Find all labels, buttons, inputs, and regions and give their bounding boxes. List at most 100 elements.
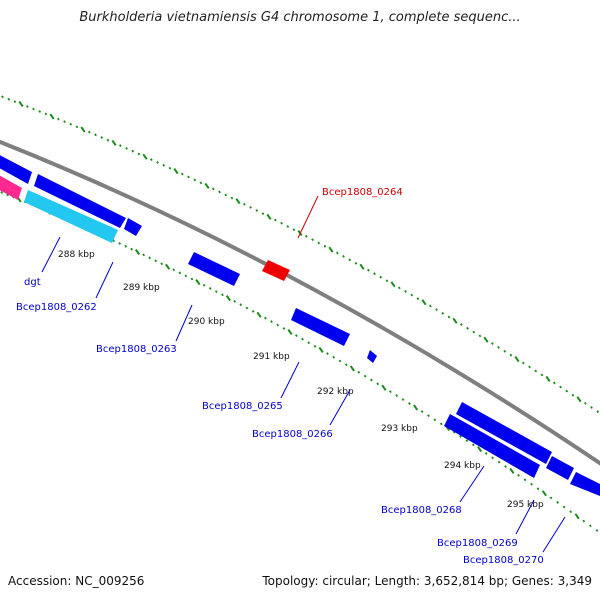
- track-dot: [413, 404, 419, 411]
- track-dot: [376, 382, 380, 386]
- track-dot: [523, 478, 527, 482]
- gene-arrow-0264[interactable]: [262, 260, 290, 281]
- gene-features: [0, 150, 600, 496]
- track-dot: [292, 228, 296, 232]
- track-dot: [18, 100, 24, 108]
- track-dot: [204, 182, 210, 189]
- gene-label-0269[interactable]: Bcep1808_0269: [437, 538, 518, 549]
- track-dot: [313, 344, 317, 348]
- gene-arrow-0263[interactable]: [188, 252, 240, 286]
- track-dot: [94, 133, 97, 137]
- track-dot: [379, 275, 383, 279]
- tick-label: 293 kbp: [381, 424, 418, 434]
- track-dot: [56, 117, 60, 121]
- track-dot: [483, 336, 489, 343]
- track-dot: [1, 95, 4, 99]
- track-dot: [224, 193, 228, 197]
- track-dot: [439, 422, 443, 426]
- gene-arrow-0265[interactable]: [291, 308, 350, 346]
- track-dot: [484, 452, 488, 455]
- track-dot: [545, 375, 551, 382]
- gene-labels: dgt Bcep1808_0262 Bcep1808_0263 Bcep1808…: [16, 187, 544, 566]
- track-dot: [465, 439, 469, 443]
- gene-arrow-0268[interactable]: [456, 402, 552, 464]
- track-dot: [540, 373, 544, 377]
- track-dot: [134, 248, 141, 256]
- gene-arrow-cyan[interactable]: [24, 190, 118, 243]
- track-dot: [342, 255, 345, 258]
- track-dot: [38, 110, 42, 113]
- track-dot: [504, 465, 507, 468]
- track-dot: [521, 361, 525, 365]
- track-dot: [549, 496, 553, 500]
- track-dot: [165, 263, 171, 270]
- tick-labels: 288 kbp 289 kbp 290 kbp 291 kbp 292 kbp …: [58, 250, 544, 510]
- track-dot: [472, 330, 476, 334]
- track-dot: [582, 519, 586, 523]
- track-dot: [335, 251, 339, 255]
- gene-label-0264[interactable]: Bcep1808_0264: [322, 187, 403, 198]
- track-dot: [471, 443, 475, 447]
- tick-label: 291 kbp: [253, 352, 290, 362]
- track-dot: [514, 356, 520, 363]
- gene-label-dgt[interactable]: dgt: [24, 277, 41, 288]
- track-dot: [332, 355, 336, 359]
- track-dot: [49, 113, 55, 120]
- track-dot: [595, 529, 599, 532]
- track-dot: [404, 290, 407, 293]
- gene-label-0270[interactable]: Bcep1808_0270: [463, 555, 544, 566]
- gene-arrow-pink[interactable]: [0, 170, 22, 200]
- track-dot: [381, 384, 387, 391]
- track-dot: [124, 244, 128, 248]
- gene-arrow-0269[interactable]: [546, 456, 574, 480]
- track-dot: [261, 212, 265, 216]
- gene-arrow-0268b[interactable]: [444, 414, 540, 478]
- track-dot: [172, 268, 176, 272]
- track-dot: [401, 398, 405, 401]
- gene-label-0262[interactable]: Bcep1808_0262: [16, 302, 97, 313]
- gene-label-0268[interactable]: Bcep1808_0268: [381, 505, 462, 516]
- track-dot: [251, 309, 255, 313]
- track-dot: [118, 242, 122, 245]
- track-dot: [388, 390, 392, 394]
- track-dot: [249, 205, 252, 209]
- track-dot: [6, 193, 9, 197]
- gene-arrow-0270[interactable]: [570, 472, 600, 496]
- track-dot: [478, 334, 482, 338]
- track-dot: [242, 202, 246, 206]
- track-dot: [193, 178, 197, 182]
- track-dot: [497, 460, 501, 464]
- track-dot: [160, 262, 164, 266]
- gene-label-0265[interactable]: Bcep1808_0265: [202, 401, 283, 412]
- gene-arrow-blue-a[interactable]: [0, 150, 32, 184]
- track-dot: [528, 365, 531, 369]
- track-dot: [148, 256, 152, 260]
- track-dot: [125, 146, 128, 150]
- track-dot: [370, 378, 373, 382]
- track-dot: [459, 323, 463, 326]
- gene-arrow-blue-c[interactable]: [124, 218, 142, 236]
- track-dot: [264, 316, 267, 320]
- track-dot: [131, 149, 135, 153]
- gene-arrow-0266[interactable]: [367, 350, 377, 363]
- track-dot: [562, 505, 566, 509]
- track-dot: [286, 225, 290, 228]
- track-dot: [490, 342, 494, 345]
- track-dot: [509, 353, 513, 357]
- track-dot: [323, 244, 327, 248]
- gene-arrow-blue-b[interactable]: [34, 174, 126, 228]
- track-dot: [311, 238, 314, 242]
- track-dot: [162, 163, 166, 167]
- track-dot: [317, 241, 321, 245]
- track-dot: [349, 365, 355, 372]
- track-dot: [276, 323, 280, 327]
- track-dot: [142, 253, 146, 257]
- gene-label-0263[interactable]: Bcep1808_0263: [96, 344, 177, 355]
- track-dot: [408, 402, 411, 405]
- track-dot: [447, 315, 451, 319]
- track-dot: [75, 125, 79, 129]
- track-dot: [32, 107, 35, 111]
- outer-dotted-track: [1, 95, 600, 414]
- gene-label-0266[interactable]: Bcep1808_0266: [252, 429, 333, 440]
